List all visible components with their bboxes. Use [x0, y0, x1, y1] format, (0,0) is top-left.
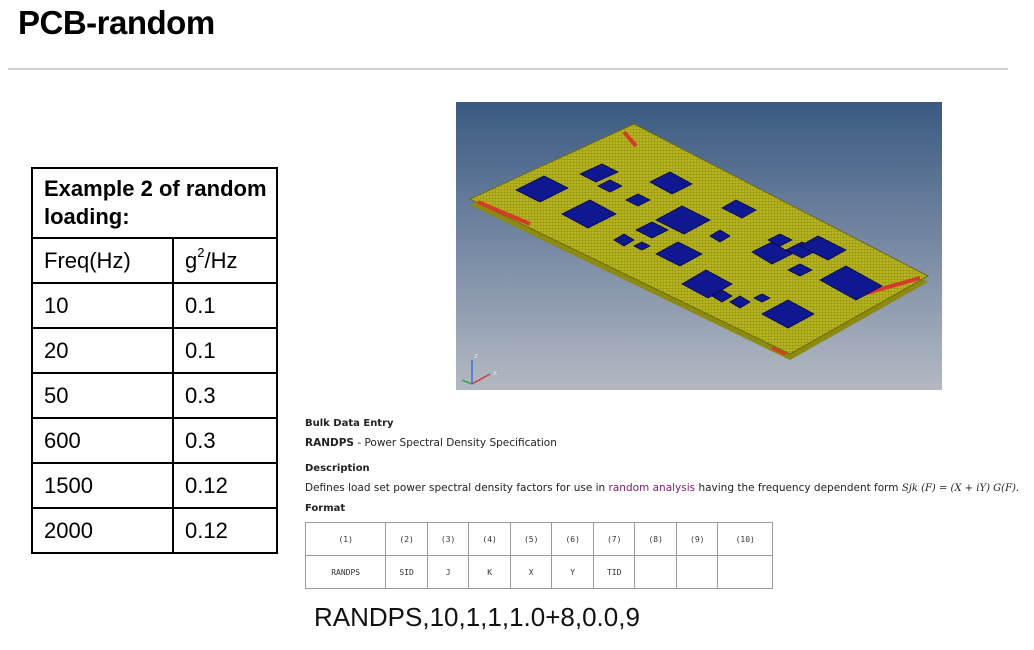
- format-header-cell: (1): [304, 522, 387, 556]
- psd-cell: 0.12: [172, 507, 278, 554]
- load-marker: [477, 200, 531, 226]
- description-heading: Description: [305, 463, 370, 474]
- axis-triad: z x: [461, 352, 497, 385]
- table-row: 50 0.3: [31, 372, 278, 419]
- component: [597, 179, 623, 193]
- format-field-cell: X: [509, 555, 553, 589]
- format-header-cell: (9): [675, 522, 719, 556]
- pcb-model-image: z x: [456, 102, 942, 390]
- psd-cell: 0.3: [172, 417, 278, 464]
- table-row: 10 0.1: [31, 282, 278, 329]
- component: [799, 235, 847, 261]
- format-field-cell: SID: [385, 555, 428, 589]
- random-analysis-link[interactable]: random analysis: [608, 482, 696, 494]
- load-marker: [771, 346, 787, 356]
- description-text: Defines load set power spectral density …: [305, 482, 1020, 494]
- table-row: 1500 0.12: [31, 462, 278, 509]
- format-field-cell: J: [426, 555, 470, 589]
- component: [819, 265, 883, 301]
- format-field-cell: K: [468, 555, 511, 589]
- format-heading: Format: [305, 503, 346, 514]
- freq-cell: 50: [31, 372, 174, 419]
- psd-cell: 0.1: [172, 282, 278, 329]
- load-marker: [622, 130, 638, 148]
- freq-cell: 20: [31, 327, 174, 374]
- psd-cell: 0.12: [172, 462, 278, 509]
- component: [655, 241, 703, 267]
- format-header-cell: (3): [426, 522, 470, 556]
- format-field-cell: [675, 555, 719, 589]
- psd-cell: 0.3: [172, 372, 278, 419]
- page-title: PCB-random: [18, 4, 215, 41]
- table-row: 2000 0.12: [31, 507, 278, 554]
- component: [761, 299, 815, 329]
- component: [625, 193, 651, 207]
- table-heading: Example 2 of random loading:: [31, 167, 278, 239]
- format-field-cell: TID: [592, 555, 636, 589]
- component: [655, 205, 711, 235]
- component: [633, 241, 651, 251]
- load-marker-group: [477, 130, 921, 356]
- freq-cell: 2000: [31, 507, 174, 554]
- component-group: [515, 163, 883, 329]
- freq-cell: 1500: [31, 462, 174, 509]
- format-field-cell: Y: [551, 555, 594, 589]
- entry-title: RANDPS - Power Spectral Density Specific…: [305, 437, 557, 449]
- component: [515, 175, 569, 203]
- format-header-cell: (7): [592, 522, 636, 556]
- load-marker: [863, 276, 921, 296]
- format-header-cell: (6): [551, 522, 594, 556]
- component: [753, 293, 771, 303]
- format-header-row: (1) (2) (3) (4) (5) (6) (7) (8) (9) (10): [304, 522, 773, 556]
- format-field-cell: [634, 555, 677, 589]
- format-header-cell: (4): [468, 522, 511, 556]
- entry-name: RANDPS: [305, 437, 354, 449]
- format-field-row: RANDPS SID J K X Y TID: [304, 555, 773, 589]
- triad-z-label: z: [474, 352, 478, 360]
- format-table: (1) (2) (3) (4) (5) (6) (7) (8) (9) (10)…: [304, 522, 773, 589]
- component: [709, 229, 731, 243]
- pcb-board: [468, 123, 930, 355]
- component: [767, 233, 793, 247]
- triad-x-axis: [471, 373, 491, 385]
- freq-cell: 600: [31, 417, 174, 464]
- psd-formula: Sjk (F) = (X + iY) G(F).: [901, 483, 1020, 494]
- component: [729, 295, 751, 309]
- psd-column-header: g2/Hz: [172, 237, 278, 284]
- table-row: 20 0.1: [31, 327, 278, 374]
- component: [561, 199, 617, 229]
- format-header-cell: (5): [509, 522, 553, 556]
- component: [681, 269, 733, 299]
- format-header-cell: (10): [717, 522, 773, 556]
- psd-cell: 0.1: [172, 327, 278, 374]
- table-row: 600 0.3: [31, 417, 278, 464]
- freq-cell: 10: [31, 282, 174, 329]
- random-loading-table: Example 2 of random loading: Freq(Hz) g2…: [31, 167, 278, 554]
- component: [579, 163, 619, 183]
- title-divider: [8, 68, 1008, 70]
- component: [721, 199, 757, 219]
- triad-x-label: x: [493, 369, 497, 377]
- component: [751, 241, 793, 265]
- format-field-cell: [717, 555, 773, 589]
- entry-description: - Power Spectral Density Specification: [353, 437, 557, 449]
- component: [787, 263, 813, 277]
- component: [613, 233, 635, 247]
- component: [649, 171, 693, 195]
- triad-y-axis: [461, 379, 473, 385]
- component: [711, 289, 733, 303]
- freq-column-header: Freq(Hz): [31, 237, 174, 284]
- component: [635, 221, 669, 239]
- randps-command: RANDPS,10,1,1,1.0+8,0.0,9: [314, 602, 640, 632]
- bulk-data-heading: Bulk Data Entry: [305, 418, 394, 429]
- format-header-cell: (2): [385, 522, 428, 556]
- format-header-cell: (8): [634, 522, 677, 556]
- format-field-cell: RANDPS: [304, 555, 387, 589]
